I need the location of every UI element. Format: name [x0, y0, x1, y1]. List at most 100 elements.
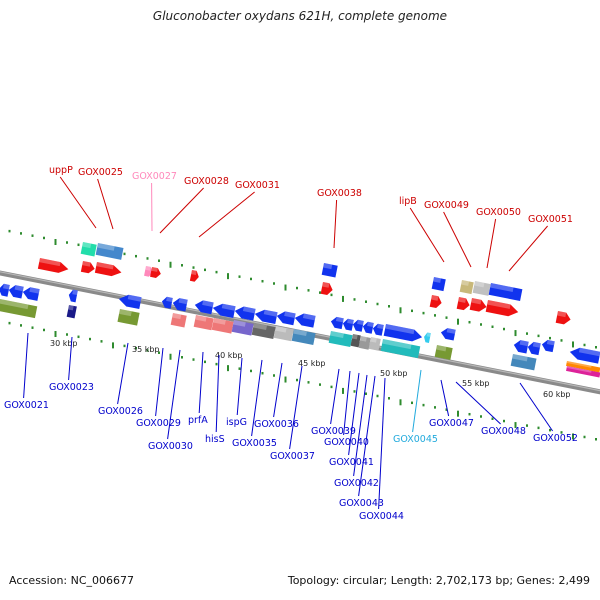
gene-label: GOX0041	[329, 457, 374, 468]
gene-label: hisS	[205, 434, 225, 445]
gene-GOX0052b	[569, 347, 600, 364]
gene-ispG-b	[254, 309, 278, 325]
gene-GOX0021c	[22, 287, 40, 301]
gene-label: GOX0040	[324, 437, 369, 448]
gene-label: GOX0045	[393, 434, 438, 445]
gene-label: uppP	[49, 165, 73, 176]
gene-GOX0041a	[372, 323, 384, 336]
gene-GOX0025d	[95, 242, 124, 260]
gene-GOX0040b	[362, 321, 374, 334]
leader-line	[358, 375, 376, 497]
gene-ispG-a	[234, 306, 256, 321]
accession-text: Accession: NC_006677	[9, 574, 135, 587]
leader-line	[455, 381, 501, 425]
gene-GOX0047b	[434, 345, 453, 360]
leader-line	[289, 365, 303, 450]
leader-line	[508, 225, 548, 272]
leader-line	[353, 374, 368, 477]
gene-GOX0026a	[118, 294, 142, 310]
gene-GOX0050a	[488, 283, 523, 301]
gene-lipB-a	[431, 276, 446, 292]
leader-line	[215, 354, 220, 433]
gene-label: GOX0042	[334, 478, 379, 489]
leader-line	[198, 351, 204, 414]
leader-line	[117, 342, 129, 405]
gene-GOX0023a	[68, 289, 78, 303]
gene-GOX0041b	[383, 324, 423, 342]
gene-GOX0042a	[328, 331, 353, 348]
leader-line	[23, 332, 29, 399]
gene-GOX0040a	[352, 319, 364, 332]
gene-GOX0025b	[94, 262, 122, 277]
gene-label: GOX0050	[476, 207, 521, 218]
gene-GOX0048c	[510, 354, 537, 371]
gene-label: GOX0025	[78, 167, 123, 178]
gene-GOX0049b	[472, 281, 491, 296]
gene-label: GOX0052	[533, 433, 578, 444]
gene-GOX0035b	[251, 323, 276, 340]
gene-GOX0021a	[0, 283, 10, 297]
gene-GOX0036a	[276, 311, 296, 326]
scale-label: 35 kbp	[132, 345, 160, 354]
gene-GOX0042b	[350, 334, 361, 348]
gene-GOX0052c	[566, 361, 600, 373]
genome-summary-text: Topology: circular; Length: 2,702,173 bp…	[287, 574, 590, 587]
gene-GOX0043a	[358, 335, 371, 350]
gene-label: lipB	[399, 196, 417, 207]
gene-GOX0052a	[541, 339, 555, 353]
leader-line	[440, 379, 450, 417]
gene-label: GOX0035	[232, 438, 277, 449]
gene-label: GOX0043	[339, 498, 384, 509]
gene-label: GOX0037	[270, 451, 315, 462]
leader-line	[68, 336, 73, 381]
gene-label: GOX0048	[481, 426, 526, 437]
gene-GOX0043b	[368, 336, 381, 351]
gene-GOX0029a	[161, 296, 173, 309]
leader-line	[251, 359, 263, 437]
gene-label: GOX0021	[4, 400, 49, 411]
scale-label: 40 kbp	[215, 351, 243, 360]
leader-line	[486, 218, 497, 269]
gene-GOX0026b	[117, 309, 140, 326]
leader-line	[59, 176, 97, 229]
gene-GOX0045	[424, 332, 431, 343]
gene-label: GOX0029	[136, 418, 181, 429]
leader-line	[97, 178, 114, 230]
gene-GOX0021b	[8, 285, 24, 299]
gene-hisS-b	[211, 317, 234, 334]
genome-title: Gluconobacter oxydans 621H, complete gen…	[152, 9, 448, 23]
gene-label: GOX0028	[184, 176, 229, 187]
leader-line	[198, 191, 255, 238]
inner-tick-track	[8, 321, 597, 441]
gene-GOX0036b	[294, 313, 316, 328]
gene-GOX0044	[380, 339, 421, 359]
gene-GOX0050c	[469, 298, 487, 312]
gene-label: GOX0030	[148, 441, 193, 452]
gene-label: GOX0051	[528, 214, 573, 225]
leader-line	[155, 347, 164, 417]
gene-GOX0028	[150, 266, 161, 278]
gene-label: GOX0026	[98, 406, 143, 417]
leader-line	[330, 368, 340, 425]
leader-line	[412, 369, 422, 433]
scale-label: 45 kbp	[298, 359, 326, 368]
gene-prfA-b	[212, 303, 236, 319]
gene-label: GOX0039	[311, 426, 356, 437]
leader-line	[343, 370, 351, 436]
gene-uppP	[37, 258, 69, 273]
gene-label: GOX0027	[132, 171, 177, 182]
gene-GOX0025c	[80, 241, 97, 257]
scale-label: 55 kbp	[462, 379, 490, 388]
gene-GOX0035a	[231, 319, 254, 336]
gene-label: GOX0049	[424, 200, 469, 211]
gene-GOX0039b	[342, 318, 354, 331]
gene-GOX0049a	[459, 280, 474, 295]
gene-GOX0021d	[0, 299, 38, 319]
gene-label: GOX0044	[359, 511, 404, 522]
leader-line	[443, 211, 472, 268]
leader-line	[167, 349, 181, 440]
leader-line	[409, 207, 445, 263]
gene-label: GOX0031	[235, 180, 280, 191]
gene-GOX0050b	[456, 297, 470, 311]
